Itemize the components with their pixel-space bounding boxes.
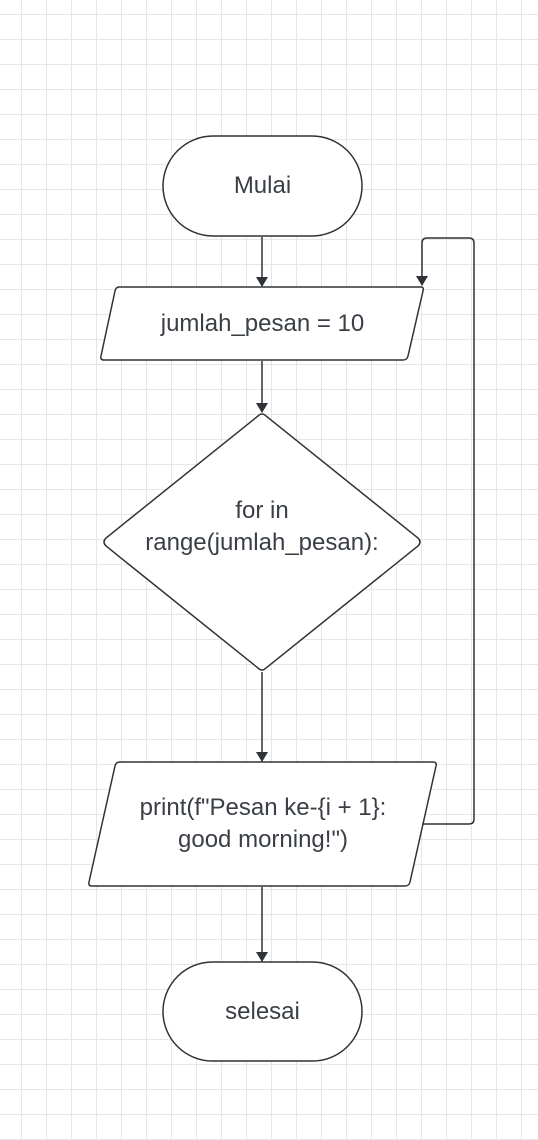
loop-label: for in range(jumlah_pesan): xyxy=(102,490,422,564)
loop-label-line1: for in xyxy=(235,497,289,524)
print-label-line2: good morning!") xyxy=(178,826,348,853)
connector-loop-back xyxy=(416,237,475,825)
start-label: Mulai xyxy=(233,172,292,199)
print-parallelogram xyxy=(88,761,437,887)
loop-decision-diamond xyxy=(103,413,421,671)
assign-label: jumlah_pesan = 10 xyxy=(160,309,365,337)
loop-label-line2: range(jumlah_pesan): xyxy=(145,529,379,556)
print-label: print(f"Pesan ke-{i + 1}: good morning!"… xyxy=(100,786,426,862)
print-label-line1: print(f"Pesan ke-{i + 1}: xyxy=(139,794,387,821)
assign-parallelogram xyxy=(100,286,424,361)
start-terminal xyxy=(162,135,363,237)
end-label: selesai xyxy=(225,997,300,1025)
end-terminal xyxy=(162,961,363,1062)
